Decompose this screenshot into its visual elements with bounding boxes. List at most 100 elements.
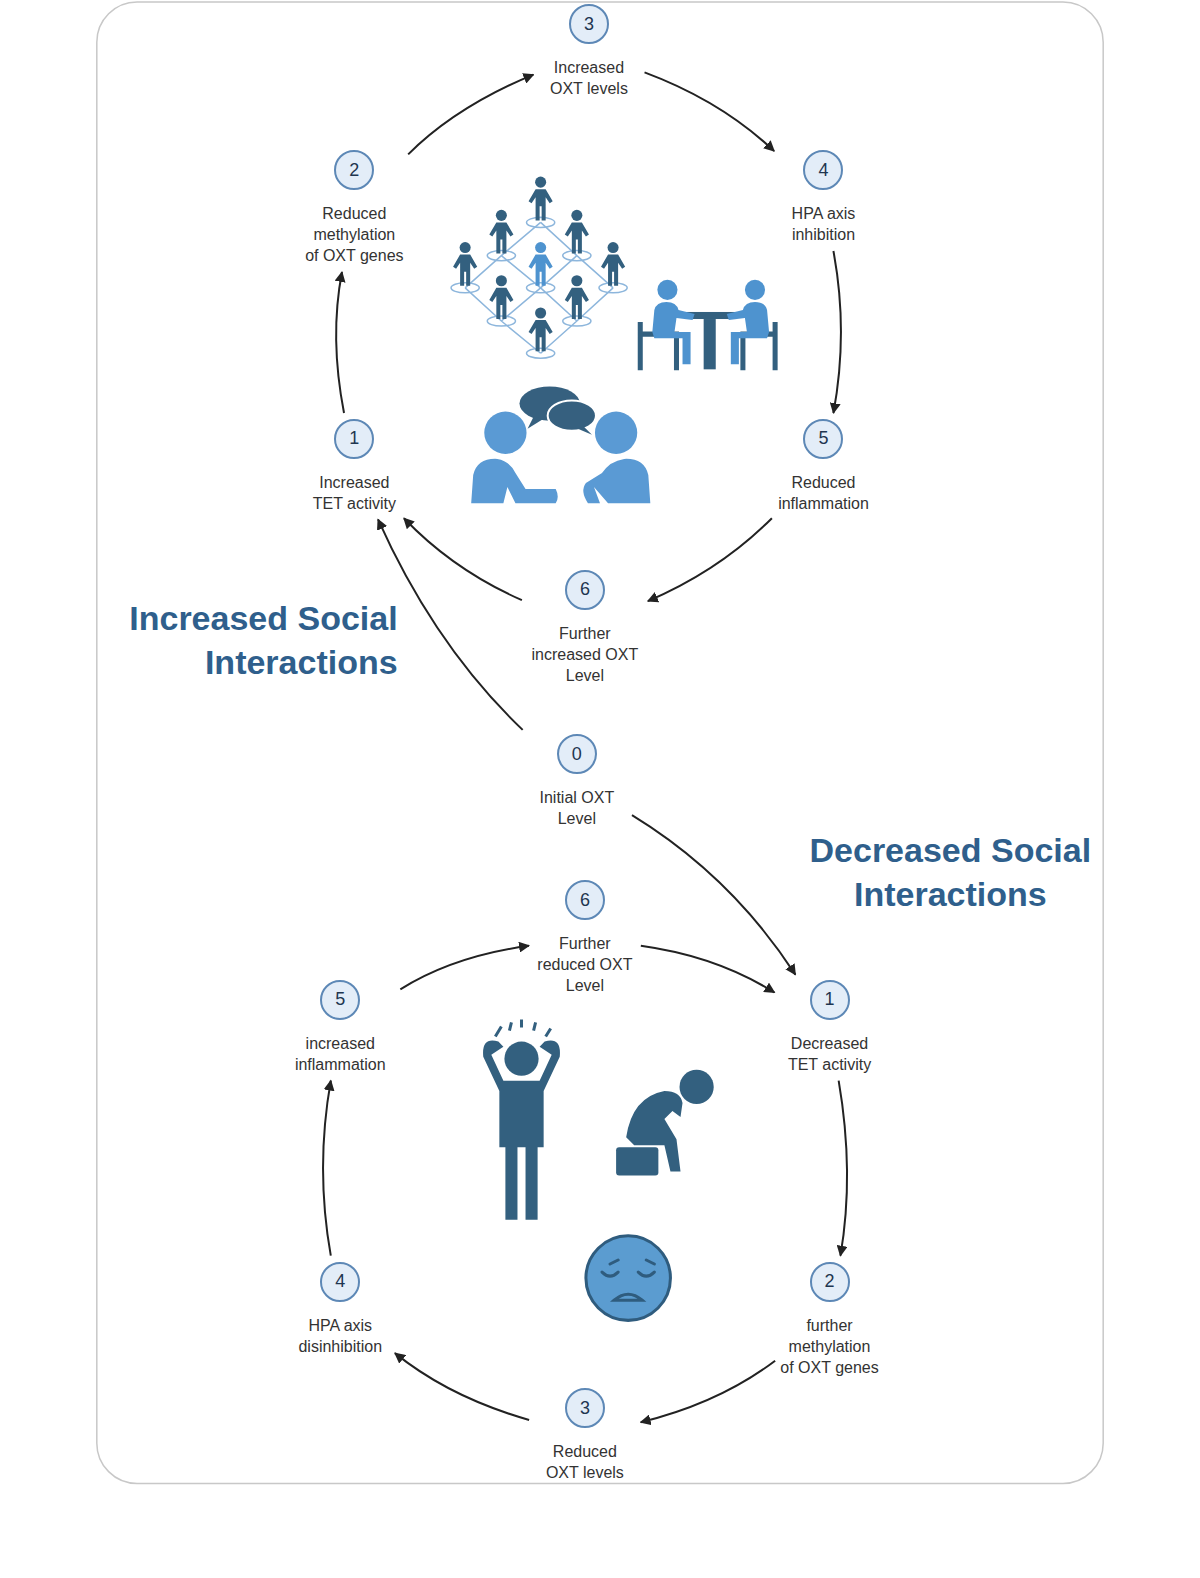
step-number: 2 <box>334 150 374 190</box>
network-ring <box>487 251 515 261</box>
person-icon <box>565 275 589 319</box>
step-node: 1Decreased TET activity <box>780 980 880 1075</box>
step-node: 5Reduced inflammation <box>768 419 878 514</box>
step-node: 2 further methylation of OXT genes <box>780 1262 879 1378</box>
person-head <box>504 1042 538 1076</box>
step-number: 3 <box>565 1388 605 1428</box>
step-number: 5 <box>320 980 360 1020</box>
step-node: 6Further reduced OXT Level <box>535 880 635 996</box>
network-ring <box>599 283 627 293</box>
frame <box>97 2 1103 1483</box>
step-number: 6 <box>565 570 605 610</box>
network-ring <box>563 316 591 326</box>
sad-sitting-person <box>616 1070 714 1176</box>
speech-bubble <box>548 401 596 431</box>
person-head <box>595 412 637 454</box>
step-node: 3Increased OXT levels <box>539 4 639 99</box>
person-head <box>745 280 765 300</box>
person-body <box>583 459 650 503</box>
meeting-scene <box>640 280 775 371</box>
step-label: Increased OXT levels <box>539 57 639 99</box>
face-features <box>602 1260 654 1300</box>
edge-label: Increased Social Interactions <box>98 596 398 684</box>
person-head <box>680 1070 714 1104</box>
sad-face <box>586 1236 671 1321</box>
person-icon <box>565 210 589 254</box>
person-body <box>652 302 694 364</box>
cycle-arrow <box>378 519 523 729</box>
cycle-arrow <box>833 251 841 413</box>
step-node: 3Reduced OXT levels <box>535 1388 635 1483</box>
step-number: 4 <box>320 1262 360 1302</box>
step-node: 0Initial OXT Level <box>527 734 627 829</box>
step-label: HPA axis disinhibition <box>290 1315 390 1357</box>
step-label: Reduced inflammation <box>768 472 878 514</box>
step-label: increased inflammation <box>285 1033 395 1075</box>
network-ring <box>451 283 479 293</box>
step-label: Reduced methylation of OXT genes <box>305 203 404 266</box>
person-icon <box>489 275 513 319</box>
step-label: Further reduced OXT Level <box>535 933 635 996</box>
step-node: 6Further increased OXT Level <box>527 570 642 686</box>
step-label: Reduced OXT levels <box>535 1441 635 1483</box>
step-node: 4HPA axis disinhibition <box>290 1262 390 1357</box>
stress-rays <box>495 1019 550 1036</box>
cycle-arrow <box>839 1081 847 1256</box>
cycle-arrow <box>395 1353 529 1420</box>
network-line <box>465 222 613 353</box>
network-ring <box>487 316 515 326</box>
step-number: 2 <box>810 1262 850 1302</box>
person-body <box>471 459 558 503</box>
cycle-arrow <box>323 1081 331 1256</box>
network-ring <box>527 348 555 358</box>
network-people <box>453 177 625 352</box>
person-icon <box>489 210 513 254</box>
person-body <box>483 1041 560 1220</box>
step-number: 4 <box>803 150 843 190</box>
step-number: 1 <box>334 419 374 459</box>
speech-tail <box>578 427 592 435</box>
step-number: 6 <box>565 880 605 920</box>
step-number: 3 <box>569 4 609 44</box>
cycle-arrow <box>400 946 529 990</box>
person-icon <box>529 242 553 286</box>
cycle-arrow <box>336 272 344 413</box>
person-icon <box>453 242 477 286</box>
cycle-arrow <box>408 75 533 155</box>
step-label: Initial OXT Level <box>527 787 627 829</box>
step-number: 0 <box>557 734 597 774</box>
seat <box>616 1147 658 1175</box>
person-head <box>657 280 677 300</box>
network-links <box>451 217 627 358</box>
person-body <box>727 302 769 364</box>
face-circle <box>586 1236 671 1321</box>
person-icon <box>601 242 625 286</box>
step-node: 4HPA axis inhibition <box>778 150 868 245</box>
network-ring <box>563 251 591 261</box>
table-leg <box>704 319 716 369</box>
step-label: Decreased TET activity <box>780 1033 880 1075</box>
cycle-arrow <box>632 815 795 974</box>
cycle-arrow <box>641 1361 775 1423</box>
step-label: further methylation of OXT genes <box>780 1315 879 1378</box>
network-ring <box>527 217 555 227</box>
network-ring <box>527 283 555 293</box>
conversation-scene <box>471 386 650 503</box>
person-head <box>484 412 526 454</box>
step-label: HPA axis inhibition <box>778 203 868 245</box>
step-node: 2Reduced methylation of OXT genes <box>305 150 404 266</box>
cycle-arrow <box>641 946 775 993</box>
person-icon <box>529 307 553 351</box>
cycle-arrow <box>645 72 775 151</box>
speech-tail <box>528 417 544 429</box>
step-label: Increased TET activity <box>304 472 404 514</box>
cycle-arrow <box>404 518 522 600</box>
cycle-arrow <box>648 518 772 601</box>
step-number: 1 <box>810 980 850 1020</box>
step-label: Further increased OXT Level <box>527 623 642 686</box>
stressed-person <box>483 1019 560 1219</box>
step-node: 5 increased inflammation <box>285 980 395 1075</box>
step-node: 1Increased TET activity <box>304 419 404 514</box>
